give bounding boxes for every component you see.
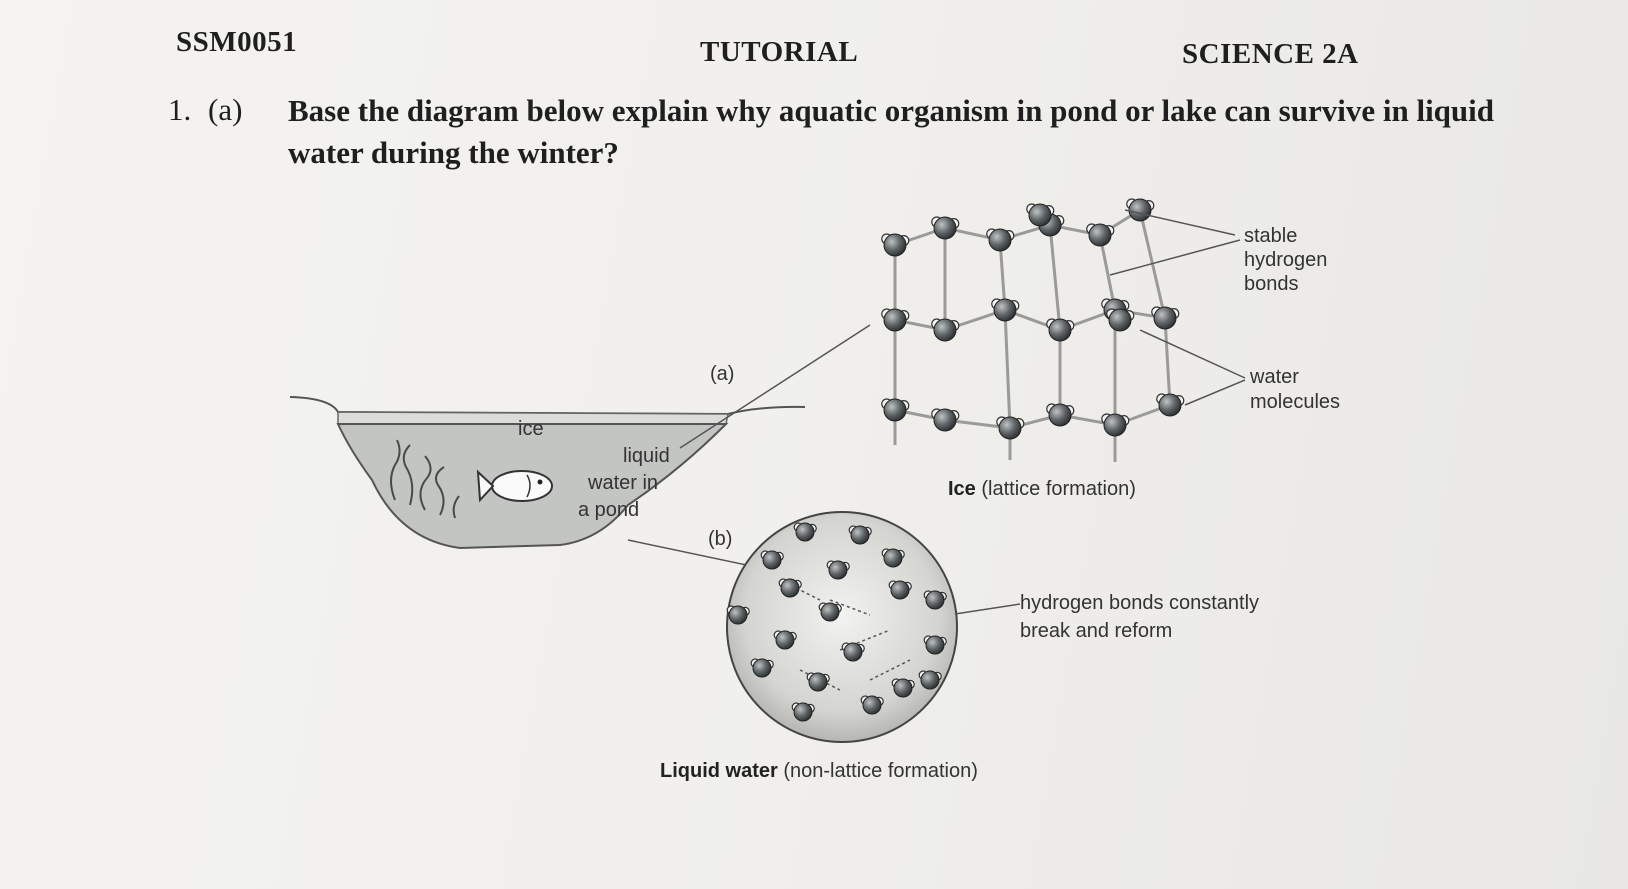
ice-water-molecule (931, 318, 960, 342)
ice-water-molecule (881, 233, 910, 257)
liquid-water-molecule (888, 580, 912, 600)
hbond-label-line1: hydrogen bonds constantly (1020, 592, 1259, 614)
liquid-water-molecule (806, 672, 830, 692)
question-part: (a) (208, 92, 243, 127)
ice-pointer-lines (1109, 209, 1246, 406)
liquid-water-molecule (826, 560, 850, 580)
liquid-water-molecule (750, 658, 774, 678)
ice-caption: Ice (lattice formation) (948, 478, 1136, 500)
hbond-label-line2: break and reform (1020, 620, 1172, 642)
liquid-water-molecule (848, 525, 872, 545)
ice-water-molecule (996, 416, 1025, 440)
stable-bonds-label-line3: bonds (1244, 273, 1299, 295)
ice-water-molecule (1151, 306, 1180, 330)
liquid-water-molecule (918, 670, 942, 690)
ice-water-molecule (1086, 223, 1115, 247)
ice-water-molecule (881, 308, 910, 332)
ice-water-molecule (1101, 413, 1130, 437)
liquid-water-molecule (793, 522, 817, 542)
liquid-pointer-line (954, 603, 1021, 615)
question-number: 1. (168, 92, 192, 127)
ice-water-molecule (986, 228, 1015, 252)
ice-water-molecule (1026, 203, 1055, 227)
liquid-water-molecule (860, 695, 884, 715)
water-molecules-label-line2: molecules (1250, 391, 1340, 413)
liquid-water-molecule (923, 590, 947, 610)
callout-b: (b) (708, 528, 732, 550)
liquid-water-molecule (773, 630, 797, 650)
subject-title: SCIENCE 2A (1182, 38, 1359, 70)
ice-water-molecule (1126, 198, 1155, 222)
ice-water-molecule (1046, 318, 1075, 342)
water-label-line1: liquid (623, 445, 670, 467)
document-type: TUTORIAL (700, 36, 859, 68)
liquid-caption: Liquid water (non-lattice formation) (660, 760, 978, 782)
ice-lattice (881, 198, 1185, 462)
stable-bonds-label-line1: stable (1244, 225, 1297, 247)
ice-water-molecule (1046, 403, 1075, 427)
stable-bonds-label-line2: hydrogen (1244, 249, 1327, 271)
liquid-water-molecule (881, 548, 905, 568)
ice-water-molecule (1106, 308, 1135, 332)
ice-label: ice (518, 418, 544, 440)
liquid-water-molecule (818, 602, 842, 622)
course-code: SSM0051 (176, 26, 298, 58)
pond-weed (390, 439, 460, 519)
question-text: Base the diagram below explain why aquat… (288, 93, 1495, 170)
liquid-water-molecule (923, 635, 947, 655)
ice-water-molecule (1156, 393, 1185, 417)
pond-illustration: ice liquid water in a pond (289, 396, 806, 550)
water-label-line3: a pond (578, 499, 639, 521)
ice-water-molecule (931, 216, 960, 240)
liquid-water-molecule (891, 678, 915, 698)
ice-water-molecule (881, 398, 910, 422)
fish-icon (476, 469, 553, 503)
ice-water-molecule (931, 408, 960, 432)
water-molecules-label-line1: water (1249, 366, 1299, 388)
liquid-water-magnified (726, 511, 958, 743)
callout-a: (a) (710, 363, 734, 385)
liquid-water-molecule (841, 642, 865, 662)
liquid-water-molecule (760, 550, 784, 570)
ice-water-molecule (991, 298, 1020, 322)
liquid-water-molecule (726, 605, 750, 625)
water-label-line2: water in (587, 472, 658, 494)
liquid-water-molecule (791, 702, 815, 722)
liquid-water-molecule (778, 578, 802, 598)
